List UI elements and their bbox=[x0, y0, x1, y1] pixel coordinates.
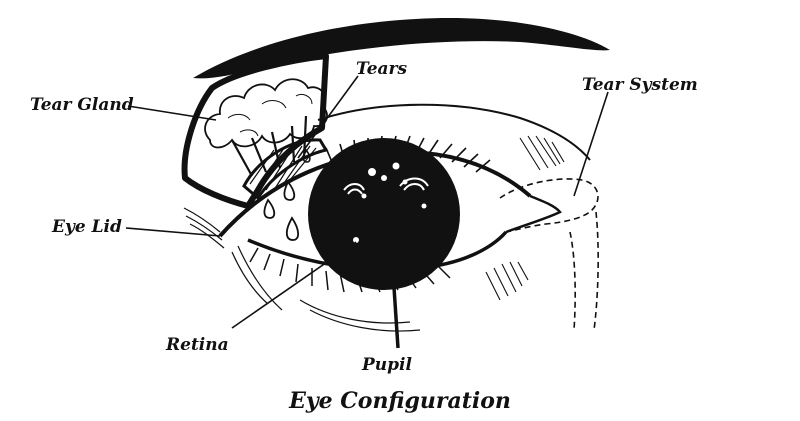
eyebrow bbox=[193, 18, 610, 79]
leader-tears bbox=[297, 75, 359, 159]
tear-gland-fan-lines bbox=[249, 145, 317, 191]
iris-reflection-right bbox=[399, 177, 429, 191]
figure-caption: Eye Configuration bbox=[288, 388, 511, 414]
iris-reflection-left bbox=[343, 183, 365, 195]
lower-eyelashes bbox=[249, 247, 451, 293]
leader-tear-gland bbox=[127, 105, 217, 121]
cheek-shading bbox=[485, 261, 529, 301]
tear-gland-ducts bbox=[231, 115, 308, 177]
tear-system-duct bbox=[499, 178, 599, 233]
label-retina: Retina bbox=[165, 335, 229, 355]
leader-retina bbox=[231, 241, 357, 329]
eyebrow-hair-texture bbox=[219, 29, 571, 71]
tear-gland-lobe-detail bbox=[227, 93, 313, 137]
lower-eyelid bbox=[247, 230, 508, 272]
leader-eye-lid bbox=[125, 227, 221, 237]
tear-drop bbox=[302, 148, 311, 163]
label-tear-gland: Tear Gland bbox=[30, 95, 134, 115]
label-eye-lid: Eye Lid bbox=[51, 217, 122, 237]
leader-pupil bbox=[386, 195, 400, 349]
iris bbox=[308, 138, 460, 290]
tear-system-duct-lower bbox=[569, 211, 599, 331]
upper-lid-fold bbox=[317, 103, 591, 161]
inner-eye-corner bbox=[505, 194, 562, 234]
lower-skin-folds bbox=[231, 245, 421, 332]
label-tears: Tears bbox=[356, 59, 407, 79]
inner-corner-hatching bbox=[519, 135, 565, 171]
tear-drop bbox=[283, 180, 296, 201]
label-pupil: Pupil bbox=[361, 355, 412, 375]
label-tear-system: Tear System bbox=[582, 75, 698, 95]
tear-drop bbox=[285, 216, 300, 241]
tear-drop bbox=[263, 198, 276, 219]
outer-lid-skin-lines bbox=[183, 207, 225, 249]
leader-tear-system bbox=[573, 91, 609, 197]
tear-gland-enclosure bbox=[181, 53, 329, 209]
